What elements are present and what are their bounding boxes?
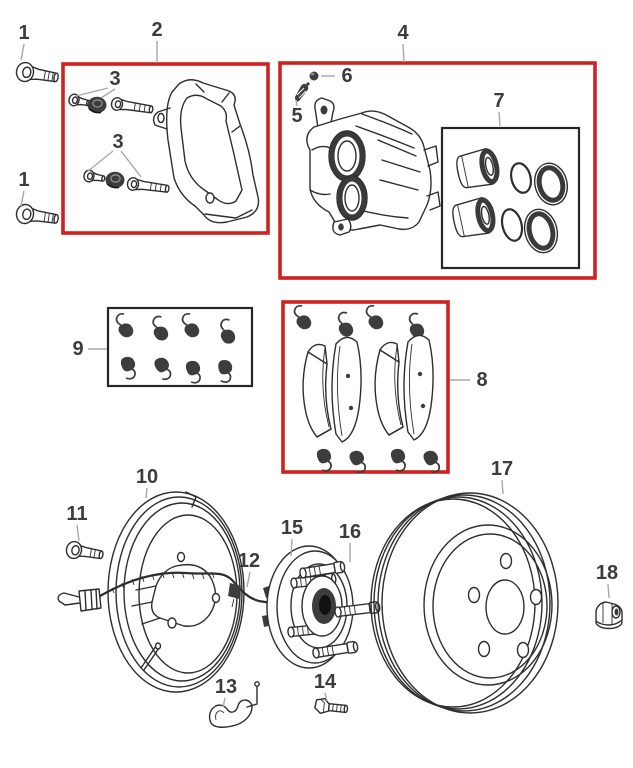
part-7-piston-seal-kit: [452, 148, 569, 254]
part-14-bolt: [314, 697, 349, 714]
callout-12: 12: [237, 550, 261, 572]
highlight-box-8: [281, 300, 450, 474]
callout-13: 13: [214, 676, 238, 698]
part-15-hub-bearing: [262, 545, 382, 669]
callout-17: 17: [490, 458, 514, 480]
part-18-flange-nut: [595, 601, 623, 630]
callout-1-bottom: 1: [18, 169, 30, 191]
part-10-dust-shield: [107, 491, 245, 693]
callout-2: 2: [151, 19, 163, 41]
callout-14: 14: [313, 671, 337, 693]
callout-18: 18: [595, 562, 619, 584]
callout-15: 15: [280, 517, 304, 539]
callout-9: 9: [72, 338, 84, 360]
callout-1-top: 1: [18, 22, 30, 44]
highlight-box-4: [278, 61, 597, 280]
callout-11: 11: [66, 503, 88, 525]
part-3-nut-lower: [105, 171, 125, 189]
callout-8: 8: [476, 369, 488, 391]
part-13-bracket: [208, 681, 260, 728]
callout-3-lower: 3: [112, 131, 124, 153]
callout-3-upper: 3: [109, 68, 121, 90]
part-12-abs-sensor-wire: [57, 571, 273, 612]
part-9-clip-kit: [115, 312, 240, 384]
callout-5: 5: [291, 105, 303, 127]
part-3-pin-bolt-lower: [83, 169, 106, 183]
part-8-brake-pad-set: [293, 304, 441, 475]
part-6-cap: [309, 71, 319, 81]
part-3-guide-bolt-upper: [110, 97, 154, 114]
outline-box-9: [106, 306, 254, 388]
part-1-caliper-bolt-bottom: [15, 203, 59, 225]
part-4-brake-caliper: [306, 97, 441, 236]
part-3-guide-bolt-lower: [126, 177, 170, 193]
leader-lines: [20, 41, 610, 708]
callout-16: 16: [338, 521, 362, 543]
callout-4: 4: [397, 22, 409, 44]
highlight-box-2: [61, 62, 270, 235]
part-11-bolt: [65, 540, 104, 560]
callout-7: 7: [493, 90, 505, 112]
part-5-bleeder-screw: [295, 82, 310, 102]
callout-6: 6: [341, 65, 353, 87]
outline-box-7: [440, 126, 581, 270]
part-3-nut-upper: [87, 96, 107, 114]
part-17-brake-rotor: [370, 492, 559, 714]
part-2-caliper-bracket: [152, 79, 260, 224]
part-1-caliper-bolt-top: [15, 61, 59, 83]
callout-10: 10: [135, 466, 159, 488]
